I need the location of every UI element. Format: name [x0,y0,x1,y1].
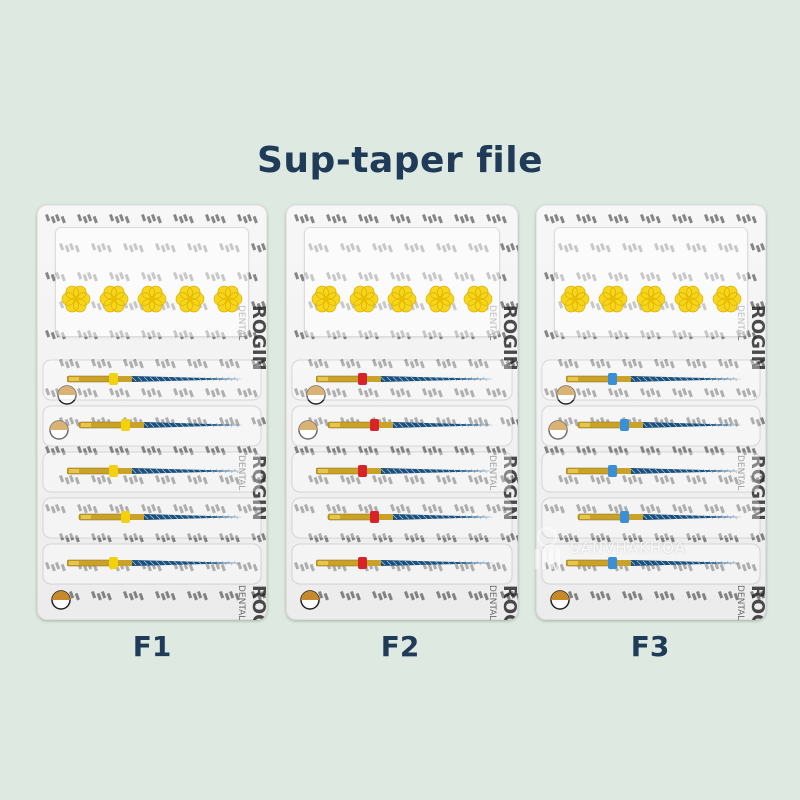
silicone-stopper-icon [598,285,628,313]
brand-logo-text: ROGIN [248,305,267,371]
brand-logo-text: ROGIN [747,585,766,620]
pack-label-f3: F3 [630,630,670,663]
brand-logo-text: ROGIN [499,455,518,521]
silicone-stopper-icon [463,285,493,313]
silicone-stopper-icon [712,285,742,313]
brand-logo-text: ROGIN [499,305,518,371]
size-ring [620,511,629,523]
size-ring [608,373,617,385]
stopper-window [55,227,249,337]
stopper-window [304,227,500,337]
brand-sub-text: DENTAL [487,455,497,490]
pack-brand-pattern: ROGINDENTALROGINDENTALROGINDENTAL [42,213,267,620]
endodontic-file [316,506,498,528]
size-ring [121,511,130,523]
size-ring [370,511,379,523]
silicone-stopper-icon [636,285,666,313]
size-ring [109,557,118,569]
endodontic-file [566,368,746,390]
watermark-logo-icon [535,527,560,569]
size-ring [109,465,118,477]
silicone-stopper-icon [674,285,704,313]
stopper-window [554,227,748,337]
size-ring [121,419,130,431]
silicone-stopper-icon [311,285,341,313]
silicone-stopper-icon [560,285,590,313]
size-ring [358,465,367,477]
endodontic-file [316,460,498,482]
brand-sub-text: DENTAL [236,455,246,490]
brand-logo-text: ROGIN [248,455,267,521]
silicone-stopper-icon [349,285,379,313]
brand-logo-text: ROGIN [499,585,518,620]
brand-sub-text: DENTAL [487,585,497,620]
endodontic-file [316,414,498,436]
pack-label-f1: F1 [132,630,172,663]
silicone-stopper-icon [387,285,417,313]
stopper-row [554,283,748,315]
brand-logo-text: ROGIN [747,305,766,371]
size-ring [358,557,367,569]
endodontic-file [67,460,247,482]
file-blister-pack-f2: ROGINDENTALROGINDENTALROGINDENTAL [286,205,518,620]
size-ring [608,465,617,477]
stopper-row [304,283,500,315]
endodontic-file [67,368,247,390]
silicone-stopper-icon [99,285,129,313]
page-title: Sup-taper file [257,140,543,181]
size-ring [620,419,629,431]
file-blister-pack-f3: ROGINDENTALROGINDENTALROGINDENTAL [536,205,766,620]
silicone-stopper-icon [137,285,167,313]
size-ring [370,419,379,431]
endodontic-file [566,506,746,528]
silicone-stopper-icon [175,285,205,313]
size-ring [109,373,118,385]
file-blister-pack-f1: ROGINDENTALROGINDENTALROGINDENTAL [37,205,267,620]
silicone-stopper-icon [213,285,243,313]
endodontic-file [566,414,746,436]
brand-sub-text: DENTAL [236,585,246,620]
watermark: SANVHAKHOA [530,525,686,571]
endodontic-file [67,414,247,436]
brand-logo-text: ROGIN [747,455,766,521]
brand-logo-text: ROGIN [248,585,267,620]
endodontic-file [566,552,746,574]
endodontic-file [67,552,247,574]
silicone-stopper-icon [425,285,455,313]
endodontic-file [316,552,498,574]
silicone-stopper-icon [61,285,91,313]
stopper-row [55,283,249,315]
endodontic-file [316,368,498,390]
brand-sub-text: DENTAL [735,585,745,620]
endodontic-file [566,460,746,482]
endodontic-file [67,506,247,528]
size-ring [608,557,617,569]
size-ring [358,373,367,385]
brand-sub-text: DENTAL [735,455,745,490]
watermark-text: SANVHAKHOA [570,539,687,557]
pack-label-f2: F2 [380,630,420,663]
